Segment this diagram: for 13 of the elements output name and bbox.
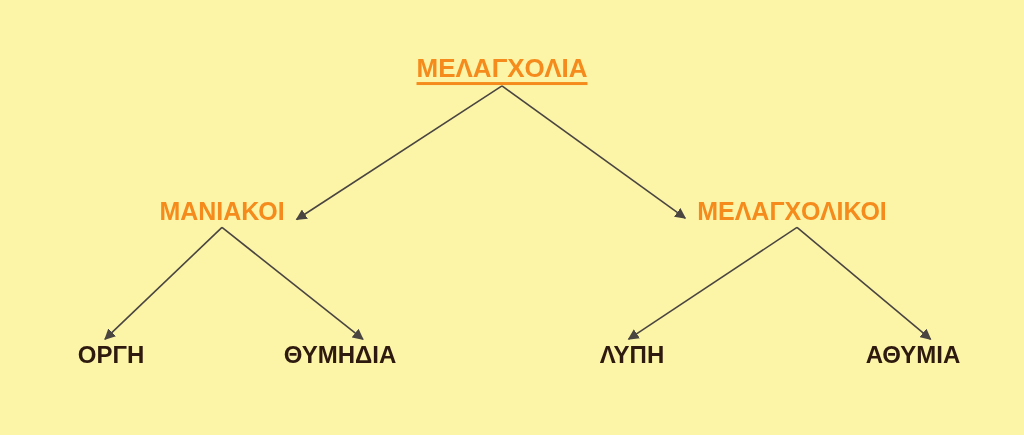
concept-label: ΜΑΝΙΑΚΟΙ — [147, 194, 297, 228]
arrow — [501, 85, 687, 219]
concept-label: ΑΘΥΜΙΑ — [853, 339, 973, 371]
concept-label: ΟΡΓΗ — [65, 339, 157, 371]
concept-label: ΛΥΠΗ — [587, 339, 677, 371]
arrow — [104, 226, 223, 340]
arrow — [221, 226, 364, 340]
concept-label: ΜΕΛΑΓΧΟΛΙΑ — [404, 52, 600, 86]
concept-label: ΜΕΛΑΓΧΟΛΙΚΟΙ — [685, 194, 899, 228]
concept-label: ΘΥΜΗΔΙΑ — [271, 339, 409, 371]
arrow — [295, 85, 503, 221]
arrow — [796, 226, 932, 340]
arrow — [627, 226, 798, 340]
